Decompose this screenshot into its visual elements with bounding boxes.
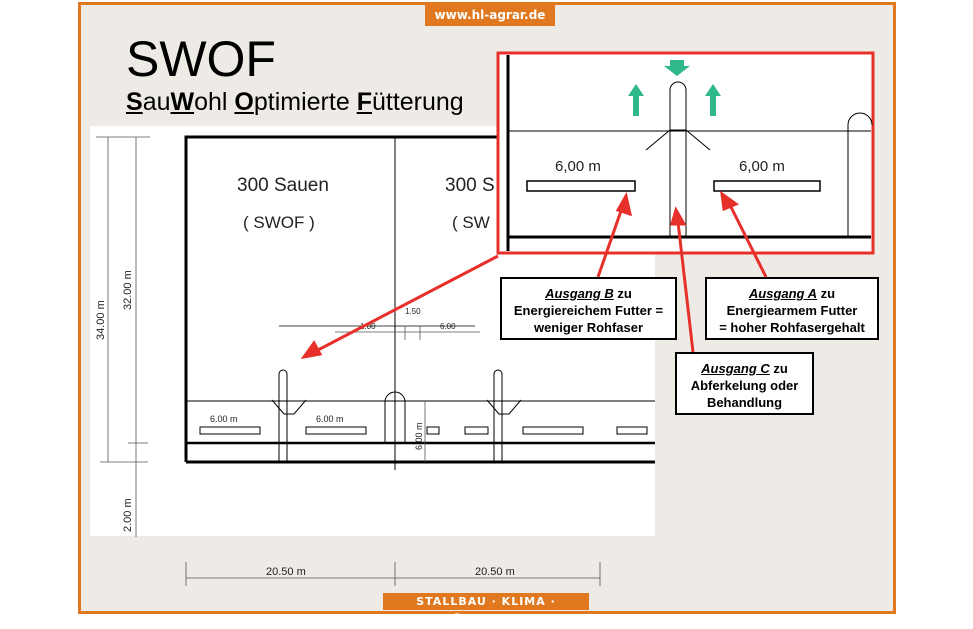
- dim-bottom: 2.00 m: [122, 498, 134, 532]
- dim-vertical: 6.00 m: [414, 422, 424, 450]
- dim-total-height: 34.00 m: [95, 300, 107, 340]
- trough-left-label: 6.00 m: [210, 414, 238, 424]
- entry-arrow-icon: [664, 60, 690, 76]
- section2-label: 300 S: [445, 175, 495, 196]
- dim-150: 1.50: [405, 307, 421, 316]
- exit-b-arrow-icon: [628, 84, 644, 116]
- pointer-arrows: [300, 190, 768, 360]
- dimension-lines: [96, 136, 601, 586]
- website-tab[interactable]: www.hl-agrar.de: [425, 4, 555, 26]
- inset-right-label: 6,00 m: [739, 158, 785, 175]
- dim-inner-height: 32.00 m: [122, 270, 134, 310]
- exit-a-arrow-icon: [705, 84, 721, 116]
- floor-plan: 300 Sauen ( SWOF ) 300 S ( SW 34.00 m 32…: [90, 51, 875, 586]
- detail-inset: 6,00 m 6,00 m: [496, 51, 875, 255]
- section1-sub: ( SWOF ): [243, 213, 315, 232]
- section1-label: 300 Sauen: [237, 175, 329, 196]
- section2-sub: ( SW: [452, 213, 490, 232]
- dim-width2: 20.50 m: [475, 566, 515, 578]
- callout-exit-a: Ausgang A zu Energiearmem Futter= hoher …: [705, 277, 879, 340]
- page-subtitle: SauWohl Optimierte Fütterung: [126, 88, 464, 116]
- dim-600: 6.00: [440, 322, 456, 331]
- trough-right-label: 6.00 m: [316, 414, 344, 424]
- dim-100: 1.00: [360, 322, 376, 331]
- dim-width1: 20.50 m: [266, 566, 306, 578]
- inset-left-label: 6,00 m: [555, 158, 601, 175]
- feeders: [199, 369, 648, 462]
- callout-exit-b: Ausgang B zu Energiereichem Futter =weni…: [500, 277, 677, 340]
- page-title: SWOF: [126, 31, 276, 87]
